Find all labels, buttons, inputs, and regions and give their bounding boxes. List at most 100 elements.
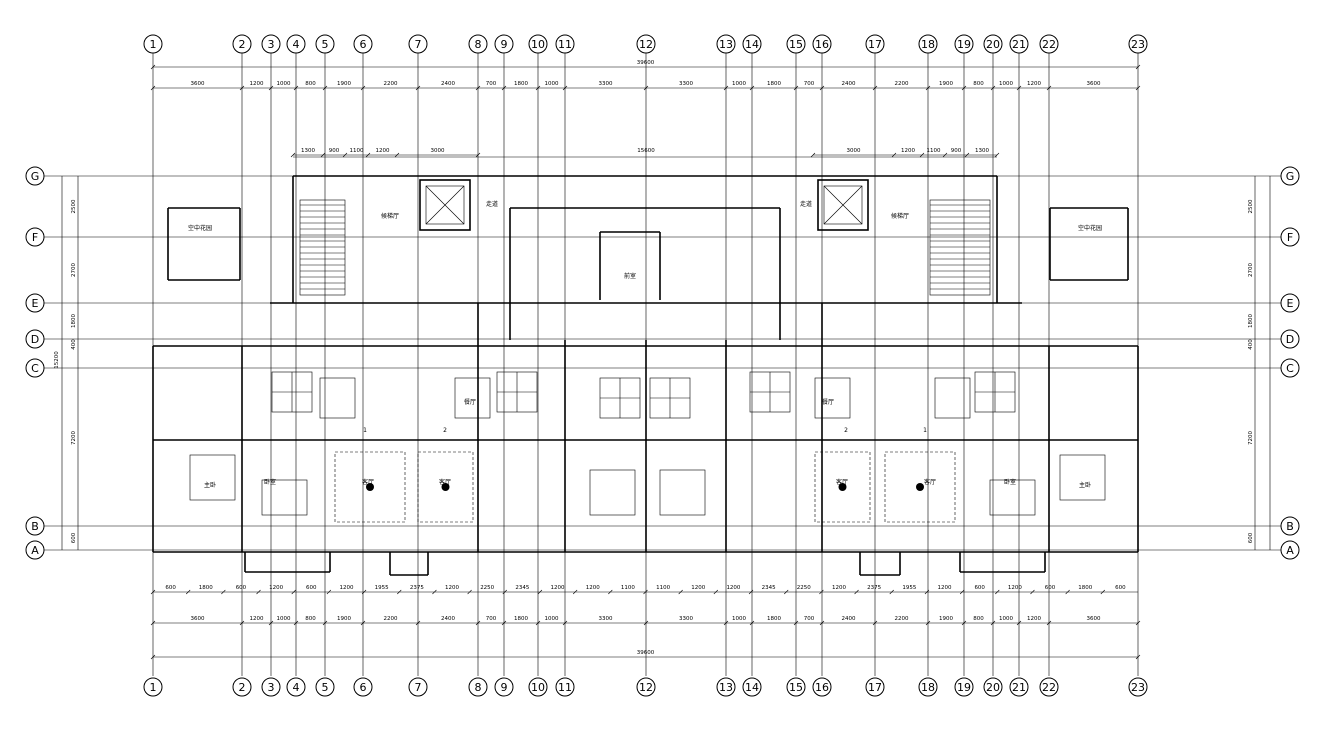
grid-bubble-bottom-20: 20 [983,677,1003,697]
core-left-dim-text: 1100 [350,148,364,154]
grid-bubble-circle [1009,677,1029,697]
top-dim-text: 700 [804,81,815,87]
bottom-detail-tick [467,589,472,595]
bottom-dim-text: 2200 [895,616,909,622]
grid-bubble-label: 18 [921,38,935,51]
grid-bubble-circle [1280,540,1300,560]
grid-bubble-label: C [1286,362,1294,375]
top-dim-text: 700 [486,81,497,87]
grid-bubble-label: C [31,362,39,375]
bottom-detail-text: 1200 [691,585,705,591]
grid-bubble-label: 4 [293,38,300,51]
grid-bubble-top-16: 16 [812,34,832,54]
right-dim-text: 400 [1248,339,1254,350]
grid-bubble-top-7: 7 [408,34,428,54]
room-label-living: 客厅 [362,478,374,486]
bottom-detail-tick [959,589,965,595]
bottom-detail-text: 1200 [339,585,353,591]
grid-bubble-right-D: D [1280,329,1300,349]
grid-bubble-circle [25,166,45,186]
grid-bubble-circle [1280,329,1300,349]
left-total-text: 15200 [54,351,60,369]
grid-bubble-label: 21 [1012,38,1026,51]
bottom-dim-tick [415,620,421,626]
right-dim-text: 2500 [1248,199,1254,213]
room-label-corridor: 走道 [486,200,498,208]
grid-bubble-circle [25,516,45,536]
bottom-dim-tick [535,620,541,626]
grid-bubble-circle [983,34,1003,54]
bottom-detail-tick [1030,589,1035,595]
core-right-dim-text: 3000 [847,148,861,154]
grid-bubble-circle [468,677,488,697]
grid-bubble-top-9: 9 [494,34,514,54]
bed [659,469,706,516]
bottom-dim-text: 3300 [599,616,613,622]
grid-bubble-label: 14 [745,38,759,51]
room-label-lobby: 候梯厅 [891,212,909,220]
bottom-dim-text: 1800 [514,616,528,622]
room-label-unit2: 2 [443,427,447,434]
grid-bubble-label: 8 [475,38,482,51]
bottom-dim-tick [643,620,649,626]
top-dim-text: 1200 [250,81,264,87]
grid-bubble-label: 2 [239,681,246,694]
grid-bubble-label: 3 [268,681,275,694]
core-total-text: 15600 [637,148,655,154]
grid-bubble-left-F: F [25,227,45,247]
core-left-dim-text: 900 [329,148,340,154]
top-dim-tick [501,85,507,91]
grid-bubble-label: 14 [745,681,759,694]
bottom-detail-text: 2250 [480,585,494,591]
top-dim-tick [535,85,541,91]
grid-bubble-bottom-21: 21 [1009,677,1029,697]
bottom-dim-text: 1000 [277,616,291,622]
bottom-dim-tick [150,620,156,626]
bottom-dim-text: 700 [486,616,497,622]
grid-bubble-bottom-9: 9 [494,677,514,697]
bottom-dim-tick [925,620,931,626]
grid-bubble-circle [232,677,252,697]
top-dim-tick [562,85,568,91]
grid-bubble-top-8: 8 [468,34,488,54]
bottom-detail-text: 1200 [938,585,952,591]
top-dim-tick [961,85,967,91]
grid-bubble-top-15: 15 [786,34,806,54]
top-dim-tick [819,85,825,91]
grid-bubble-circle [1039,34,1059,54]
grid-bubble-circle [1280,227,1300,247]
bottom-detail-text: 1955 [375,585,389,591]
coffee-table [366,483,374,491]
top-dim-tick [268,85,274,91]
bottom-dim-text: 1000 [732,616,746,622]
bottom-detail-text: 600 [1115,585,1126,591]
top-dim-text: 1000 [277,81,291,87]
core-left-dim-tick [290,152,296,158]
grid-bubble-label: 16 [815,38,829,51]
core-right-dim-text: 1300 [975,148,989,154]
room-label-bedroom: 卧室 [1004,478,1016,486]
bottom-detail-tick [819,589,824,595]
bottom-dim-tick [562,620,568,626]
grid-bubble-top-12: 12 [636,34,656,54]
grid-bubble-circle [286,677,306,697]
grid-bubble-label: B [31,520,39,533]
bottom-dim-tick [723,620,729,626]
room-label-unit1: 1 [363,427,367,434]
left-dim-text: 2500 [71,199,77,213]
top-dim-tick [475,85,481,91]
bottom-detail-text: 1100 [621,585,635,591]
bottom-detail-tick [291,589,296,595]
grid-bubble-label: 6 [360,681,367,694]
coffee-table [916,483,924,491]
grid-bubble-top-17: 17 [865,34,885,54]
bottom-detail-tick [537,589,543,595]
bottom-detail-tick [432,589,437,595]
grid-bubble-bottom-2: 2 [232,677,252,697]
grid-bubble-right-C: C [1280,358,1300,378]
living-area-rug [417,451,474,523]
bottom-detail-tick [502,589,507,595]
core-right-dim-tick [891,152,897,158]
grid-bubble-bottom-14: 14 [742,677,762,697]
bottom-dim-tick [501,620,507,626]
